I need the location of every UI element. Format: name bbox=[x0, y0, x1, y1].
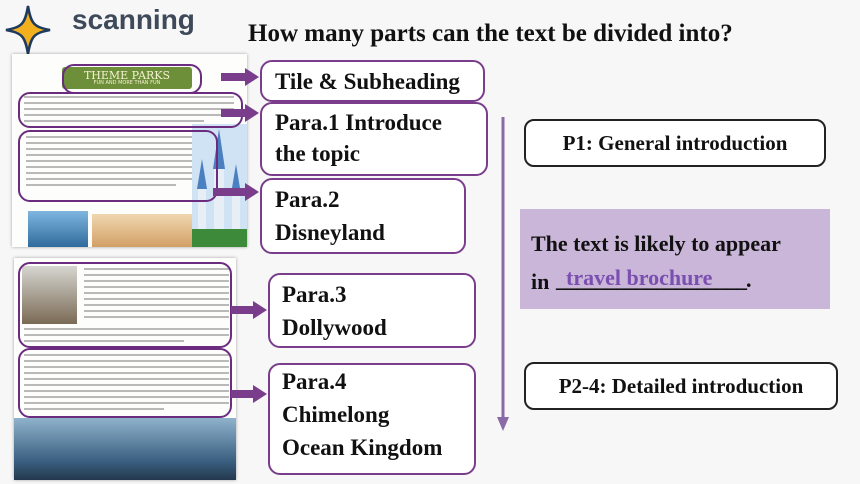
para3-highlight bbox=[18, 262, 232, 348]
answer-blank: ___________________. bbox=[556, 267, 751, 292]
scanned-page-1: THEME PARKS FUN AND MORE THAN FUN bbox=[12, 54, 247, 247]
part-para4-line3: Ocean Kingdom bbox=[282, 435, 443, 460]
likely-appear-line1: The text is likely to appear bbox=[531, 231, 781, 256]
part-para3-box: Para.3 Dollywood bbox=[268, 273, 476, 348]
p2-4-summary-label: P2-4: Detailed introduction bbox=[558, 373, 804, 398]
para2-highlight bbox=[18, 130, 218, 202]
part-para2-box: Para.2 Disneyland bbox=[260, 178, 466, 254]
part-title-box: Tile & Subheading bbox=[260, 60, 485, 102]
arrow-title bbox=[221, 68, 259, 86]
part-para4-box: Para.4 Chimelong Ocean Kingdom bbox=[268, 363, 476, 475]
answer-text: travel brochure bbox=[566, 265, 713, 290]
scan-title: THEME PARKS bbox=[83, 69, 171, 82]
p2-4-summary-box: P2-4: Detailed introduction bbox=[524, 362, 838, 410]
part-para1-line1: Para.1 Introduce bbox=[275, 110, 442, 135]
para4-highlight bbox=[18, 348, 232, 418]
park-photo-1 bbox=[28, 211, 88, 247]
part-para4-line1: Para.4 bbox=[282, 369, 347, 394]
part-para2-line1: Para.2 bbox=[275, 187, 340, 212]
part-para4-line2: Chimelong bbox=[282, 402, 390, 427]
star-icon bbox=[5, 5, 51, 55]
aquarium-photo bbox=[14, 418, 236, 480]
part-title-label: Tile & Subheading bbox=[275, 69, 460, 94]
scan-subtitle: FUN AND MORE THAN FUN bbox=[93, 80, 161, 86]
vertical-arrow bbox=[497, 117, 509, 431]
part-para1-line2: the topic bbox=[275, 141, 360, 166]
para1-highlight bbox=[18, 92, 243, 128]
theme-parks-banner: THEME PARKS FUN AND MORE THAN FUN bbox=[62, 67, 192, 89]
part-para1-box: Para.1 Introduce the topic bbox=[260, 102, 488, 176]
dollywood-photo bbox=[22, 266, 77, 324]
likely-appear-prefix: in bbox=[531, 269, 550, 294]
p1-summary-box: P1: General introduction bbox=[524, 119, 826, 167]
question-heading: How many parts can the text be divided i… bbox=[248, 20, 733, 47]
part-para3-line1: Para.3 bbox=[282, 282, 347, 307]
castle-illustration bbox=[192, 124, 247, 247]
arrow-para3 bbox=[231, 301, 267, 319]
likely-appear-panel: The text is likely to appear in ________… bbox=[520, 209, 830, 309]
part-para3-line2: Dollywood bbox=[282, 315, 387, 340]
p1-summary-label: P1: General introduction bbox=[562, 130, 788, 155]
section-keyword: scanning bbox=[72, 4, 195, 35]
arrow-para4 bbox=[231, 385, 267, 403]
arrow-para1 bbox=[221, 104, 259, 122]
arrow-para2 bbox=[213, 183, 259, 201]
part-para2-line2: Disneyland bbox=[275, 220, 385, 245]
title-highlight bbox=[62, 64, 202, 94]
scanned-page-2 bbox=[14, 258, 236, 480]
park-photo-2 bbox=[92, 214, 192, 247]
